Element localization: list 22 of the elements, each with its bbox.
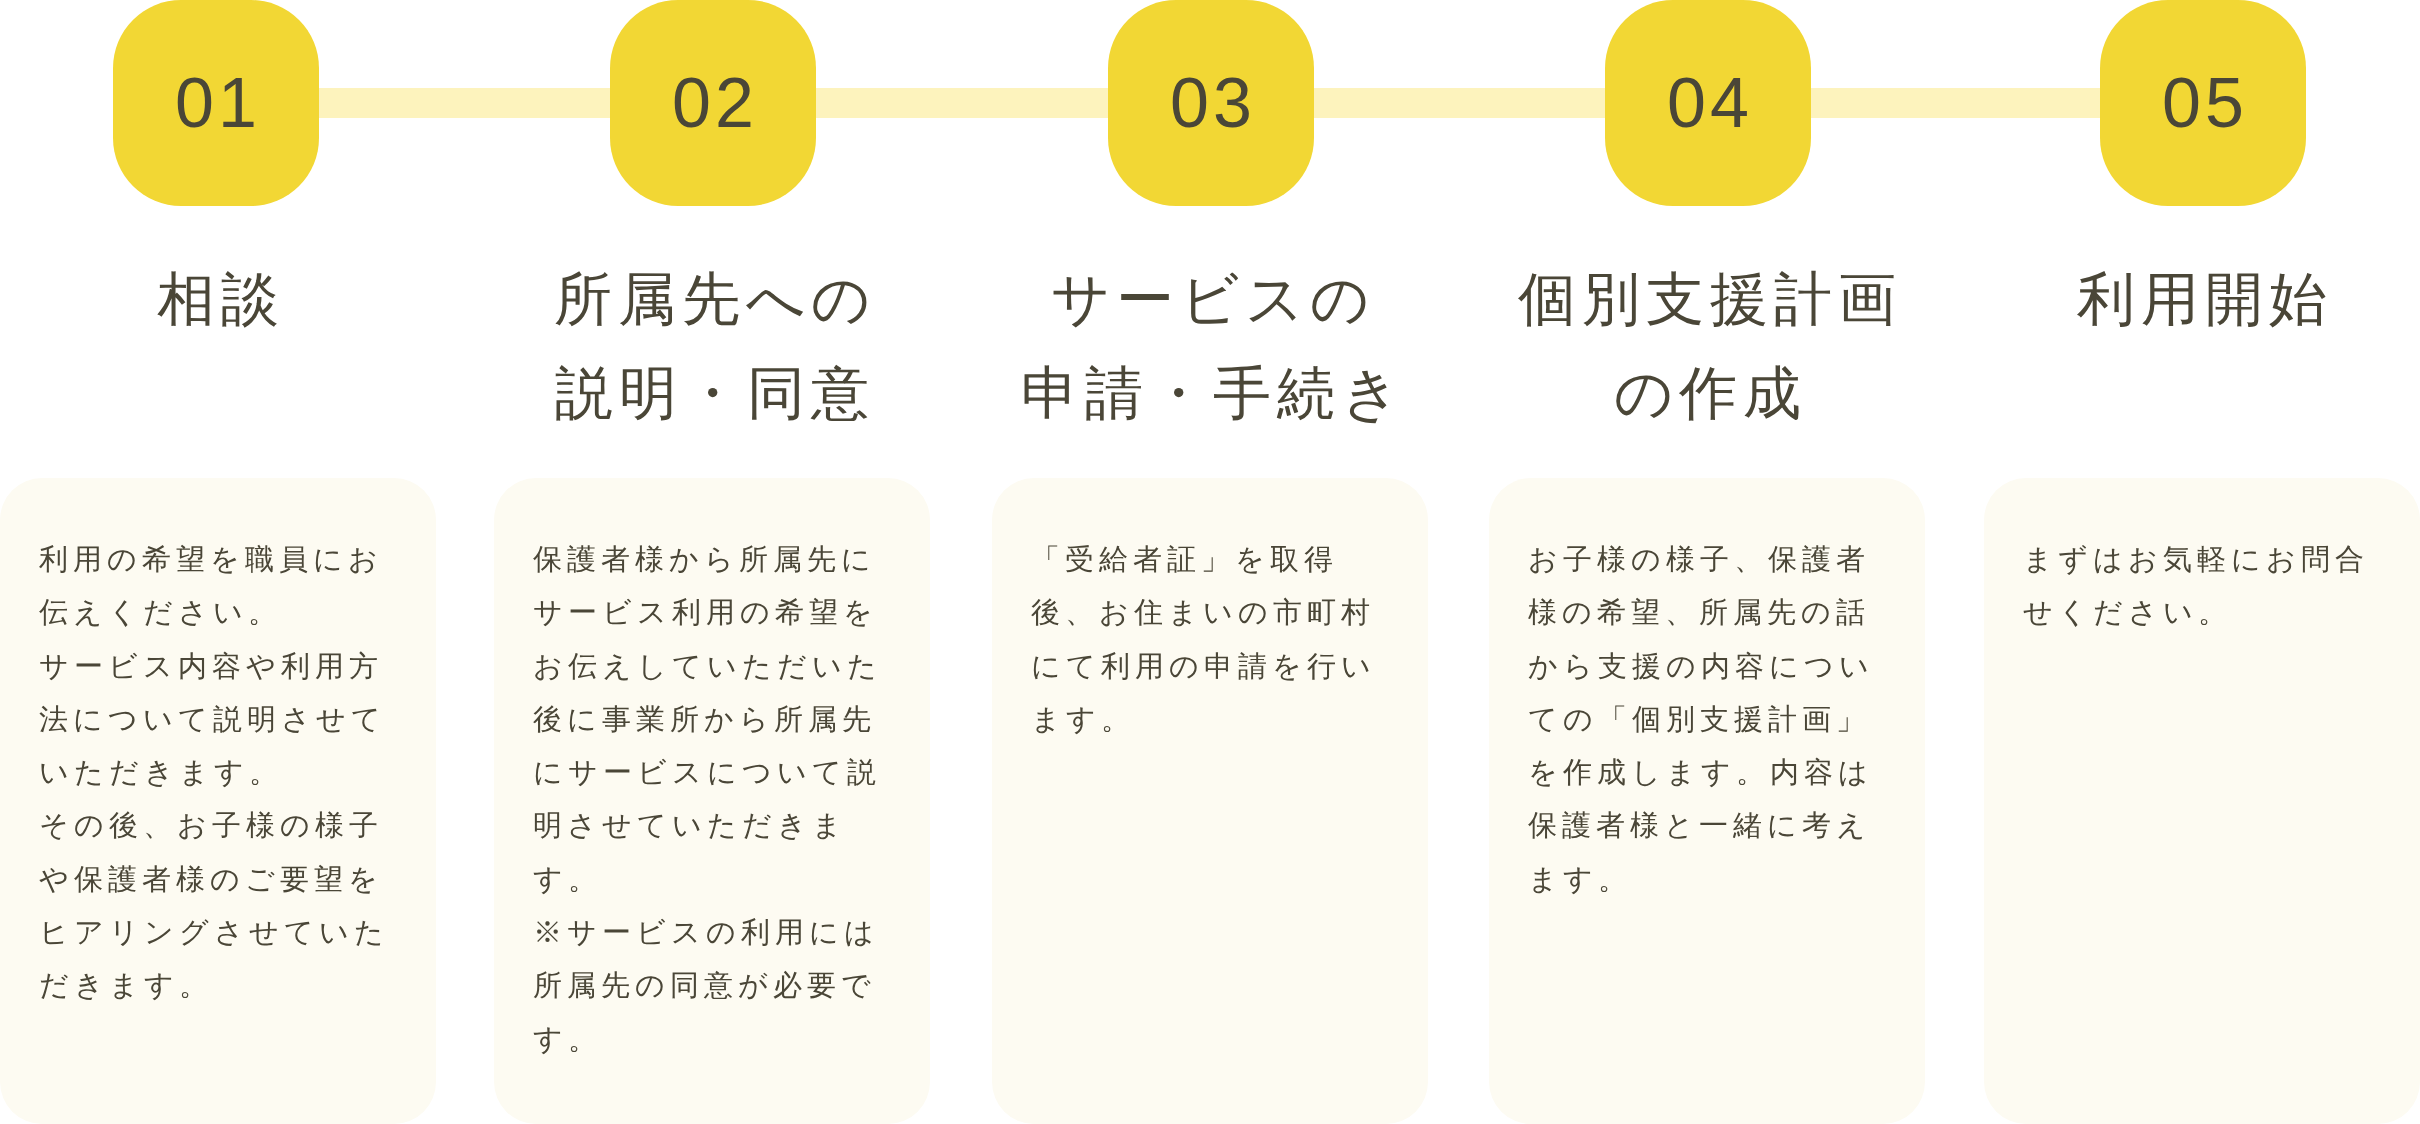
description-text: ※サービスの利用には所属先の同意が必要です。 xyxy=(533,915,880,1057)
connector-line xyxy=(1811,88,2100,118)
step-title: 個別支援計画の作成 xyxy=(1517,265,1903,427)
description-text: まずはお気軽にお問合せください。 xyxy=(2023,542,2370,631)
step-title: 所属先への説明・同意 xyxy=(553,265,877,427)
number-badge: 01 xyxy=(113,0,319,206)
number-badge: 02 xyxy=(610,0,816,206)
connector-line xyxy=(319,88,610,118)
number-badge: 05 xyxy=(2100,0,2306,206)
step-title: サービスの申請・手続き xyxy=(1019,265,1407,427)
description-text: 「受給者証」を取得後、お住まいの市町村にて利用の申請を行います。 xyxy=(1031,542,1377,737)
connector-line xyxy=(816,88,1108,118)
description-text: お子様の様子、保護者様の希望、所属先の話から支援の内容についての「個別支援計画」を作成します。内容は保護者様と一緒に考えます。 xyxy=(1528,542,1875,897)
connector-line xyxy=(1314,88,1605,118)
description-text: 利用の希望を職員にお伝えください。 xyxy=(39,542,384,631)
description-text: サービス内容や利用方法について説明させていただきます。 xyxy=(39,648,387,791)
step-title: 利用開始 xyxy=(2076,265,2334,333)
number-badge: 04 xyxy=(1605,0,1811,206)
description-text: 保護者様から所属先にサービス利用の希望をお伝えしていただいた後に事業所から所属先にサービスについて説明させていただきます。 xyxy=(533,542,883,897)
number-badge: 03 xyxy=(1108,0,1314,206)
step-title: 相談 xyxy=(156,265,286,333)
description-text: その後、お子様の様子や保護者様のご要望をヒアリングさせていただきます。 xyxy=(39,808,390,1004)
